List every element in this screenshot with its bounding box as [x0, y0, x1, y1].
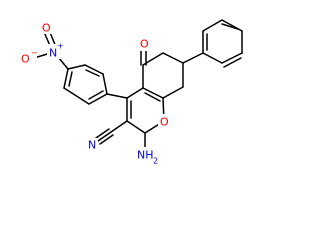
bond-inner — [85, 69, 100, 77]
bond-triple — [95, 128, 110, 139]
bond — [202, 19, 223, 32]
atom-label-amino: NH — [137, 149, 154, 162]
bond — [182, 52, 204, 64]
bond-aryl-c4 — [106, 93, 128, 99]
chemical-structure-diagram: O − N + O O O N NH 2 — [17, 19, 243, 167]
atom-label-ring-o: O — [160, 116, 169, 129]
atom-label-o-minus: O — [21, 53, 30, 66]
bond — [126, 87, 144, 99]
bond — [63, 87, 90, 105]
bond-inner — [88, 90, 104, 100]
charge-plus: + — [57, 42, 64, 51]
bond — [142, 87, 164, 99]
bond — [202, 52, 223, 64]
bond — [63, 68, 69, 89]
bond — [110, 120, 128, 133]
cyclohexenone-ring — [142, 52, 184, 99]
molecule-drawing: O − N + O O O N NH 2 — [17, 19, 243, 167]
atom-label-n-plus: N — [49, 47, 57, 60]
bond-inner — [221, 23, 239, 30]
atom-label-nitrile-n: N — [88, 139, 96, 152]
atom-label-ketone-o: O — [140, 38, 149, 51]
atom-amino: NH 2 — [135, 147, 161, 167]
bond-inner — [223, 57, 242, 68]
atom-o-minus: O − — [17, 49, 38, 66]
bond — [88, 93, 108, 105]
atom-nitro-o: O — [40, 20, 52, 35]
bond — [162, 86, 184, 99]
bond-inner — [68, 71, 73, 87]
atom-ring-o: O — [158, 114, 171, 129]
atom-n-plus: N + — [47, 42, 64, 60]
bond — [162, 52, 184, 64]
atom-label-nitro-o: O — [42, 22, 51, 35]
atom-nitrile-n: N — [86, 138, 98, 152]
bond-inner — [144, 92, 161, 102]
atom-ketone-o: O — [138, 37, 150, 51]
amino-subscript: 2 — [153, 157, 158, 166]
bond-triple — [97, 131, 112, 142]
bond — [84, 64, 104, 75]
bond — [126, 120, 146, 134]
charge-minus: − — [31, 49, 38, 58]
bond — [67, 64, 86, 70]
bond — [221, 52, 243, 64]
nitrile-bonds — [95, 120, 128, 145]
phenyl-ring — [182, 19, 243, 68]
bond-triple — [99, 134, 114, 145]
nitrophenyl-ring — [63, 64, 108, 105]
bond — [102, 73, 108, 95]
